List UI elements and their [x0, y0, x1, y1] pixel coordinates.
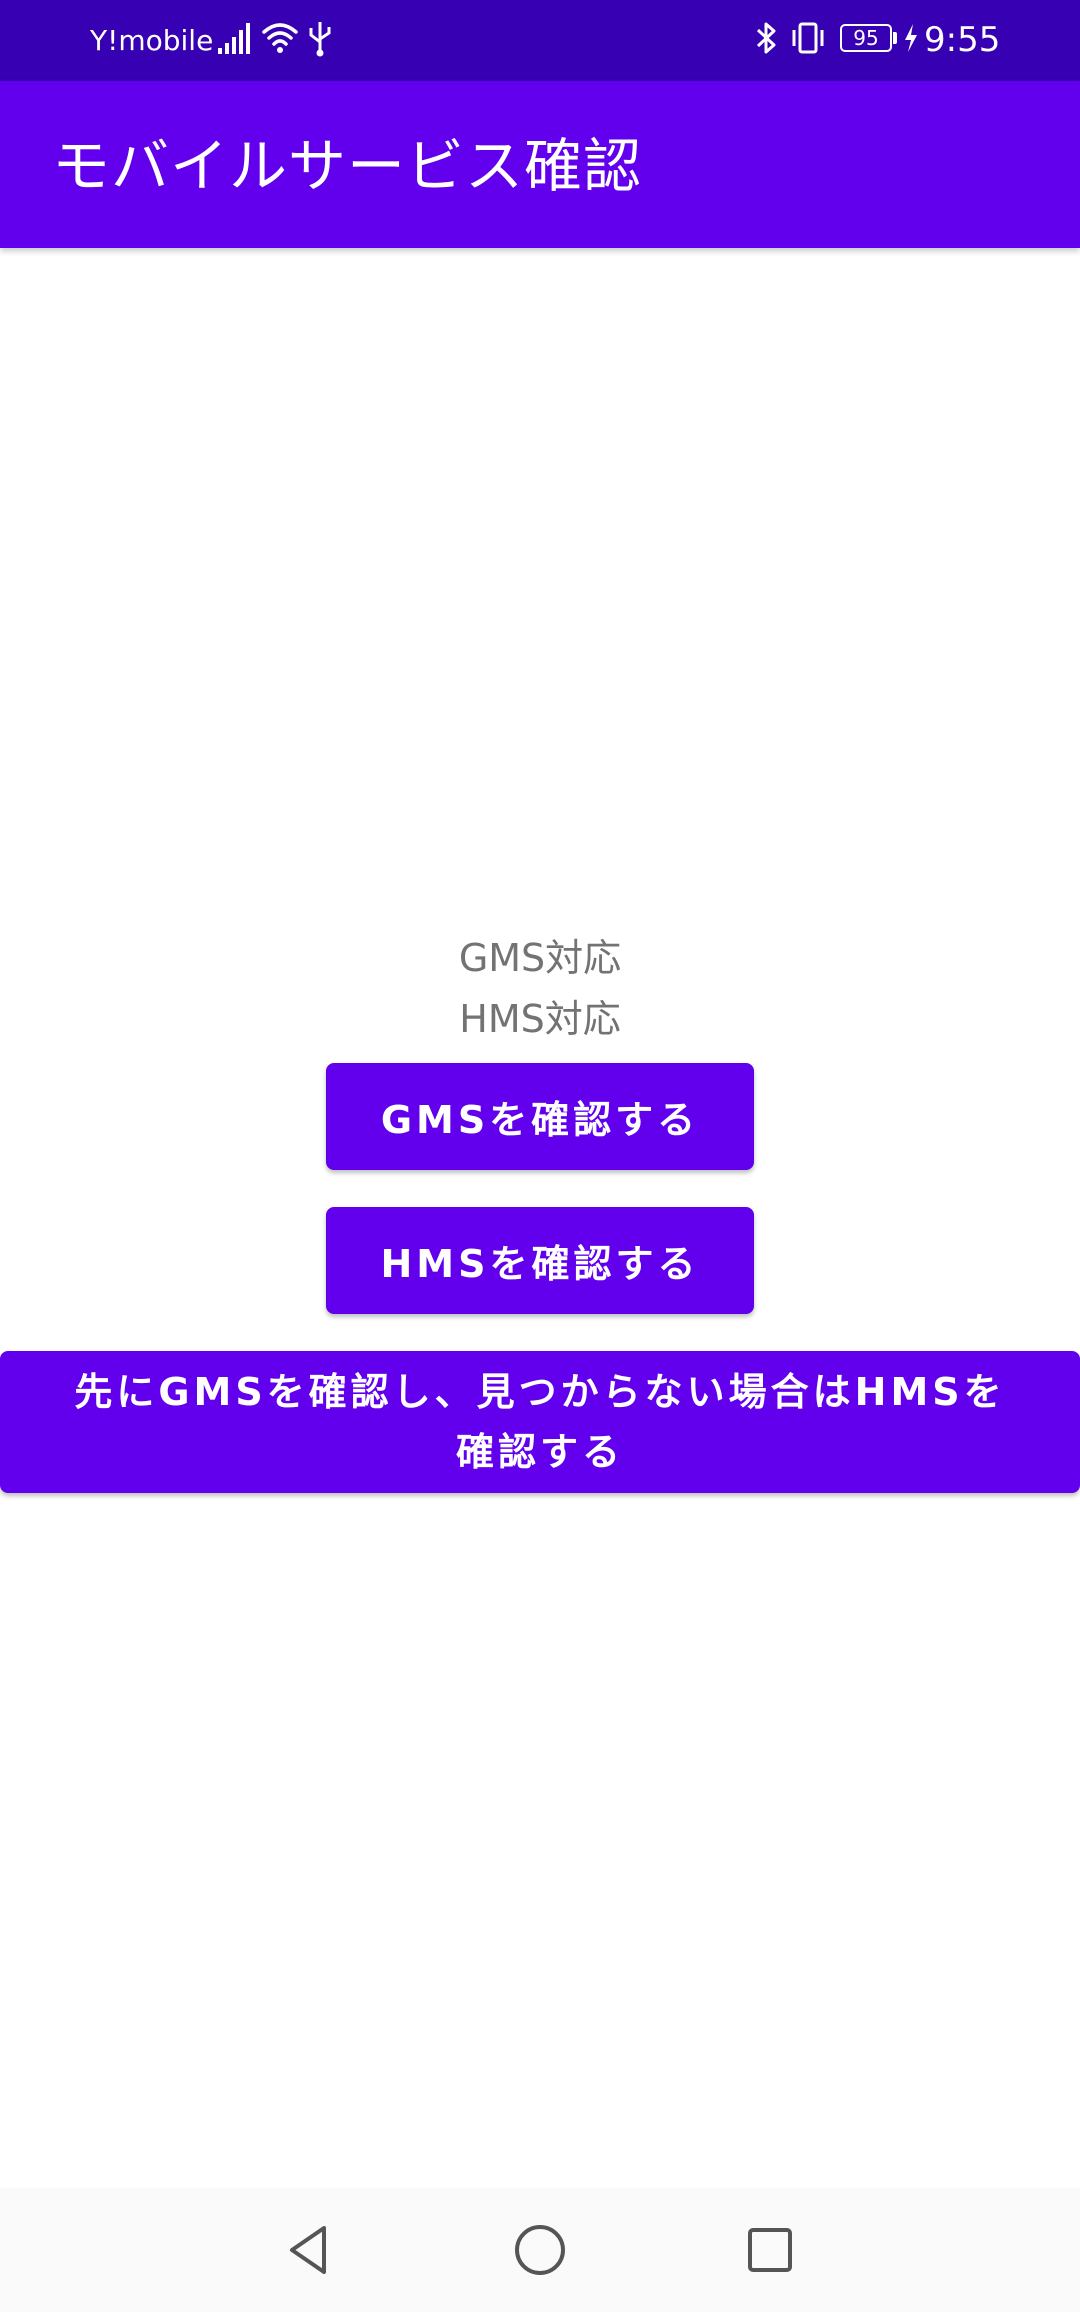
check-hms-button[interactable]: HMSを確認する	[326, 1207, 754, 1314]
page-title: モバイルサービス確認	[52, 132, 643, 200]
status-bar: Y!mobile 95	[0, 0, 1080, 81]
signal-icon	[218, 23, 250, 54]
back-icon[interactable]	[278, 2218, 342, 2282]
usb-icon	[309, 22, 331, 57]
navigation-bar	[0, 2188, 1080, 2312]
vibrate-icon	[792, 22, 824, 54]
bluetooth-icon	[756, 22, 776, 54]
carrier-name: Y!mobile	[90, 24, 214, 57]
app-bar: モバイルサービス確認	[0, 81, 1080, 248]
battery-icon: 95	[840, 24, 892, 52]
recents-icon[interactable]	[738, 2218, 802, 2282]
clock: 9:55	[924, 20, 1001, 60]
check-gms-then-hms-button[interactable]: 先にGMSを確認し、見つからない場合はHMSを確認する	[0, 1351, 1080, 1493]
home-icon[interactable]	[508, 2218, 572, 2282]
gms-status-text: GMS対応	[458, 936, 622, 980]
hms-status-text: HMS対応	[459, 997, 621, 1041]
battery-tip	[893, 32, 897, 44]
wifi-icon	[262, 23, 298, 53]
check-gms-button[interactable]: GMSを確認する	[326, 1063, 754, 1170]
charging-icon	[905, 24, 917, 52]
